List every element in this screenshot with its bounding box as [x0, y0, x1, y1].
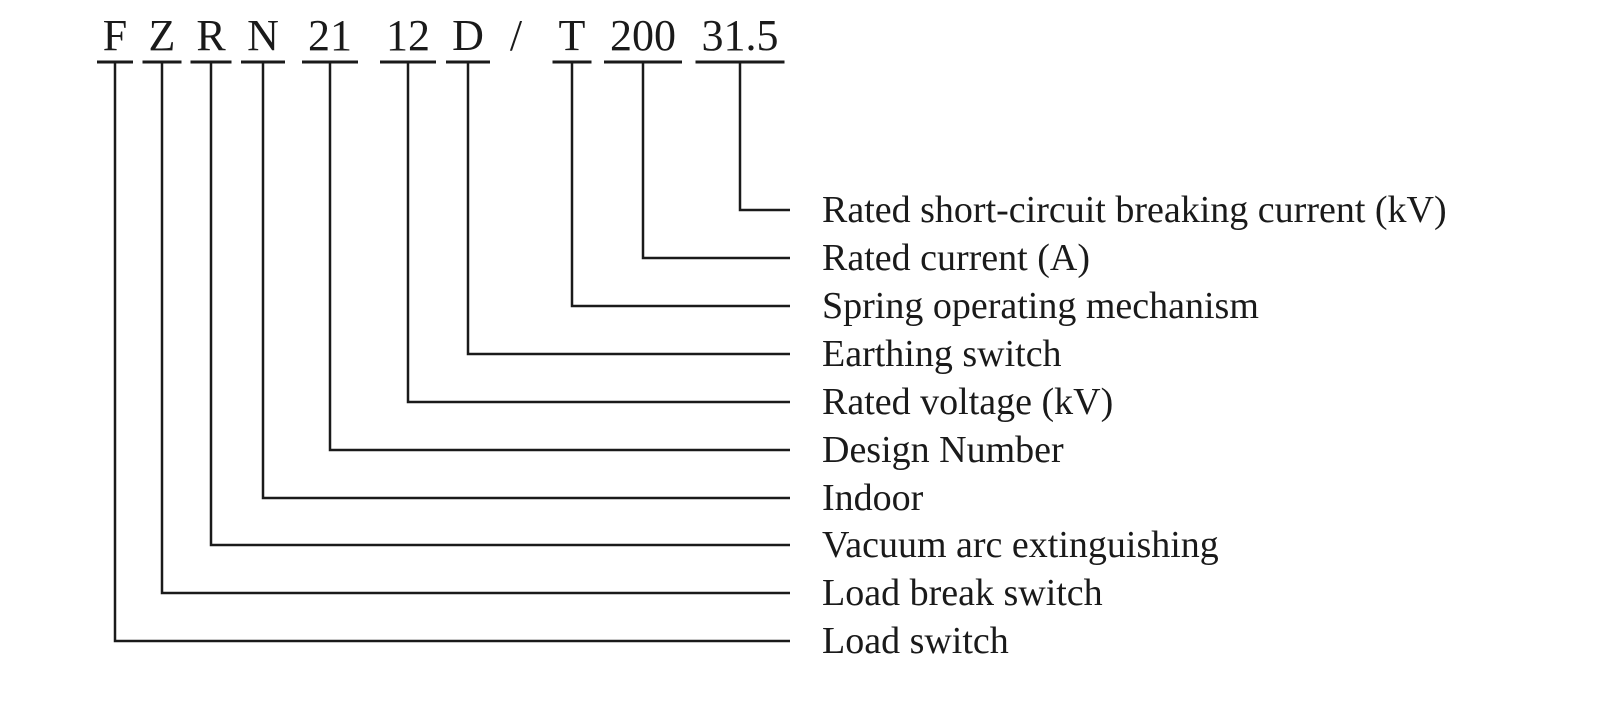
leader-line-3: [570, 62, 790, 308]
code-segment-4: N: [247, 11, 279, 60]
leader-label-1: Rated short-circuit breaking current (kV…: [822, 189, 1447, 231]
code-segment-3: R: [196, 11, 226, 60]
leader-line-1: [738, 62, 790, 212]
leader-label-10: Load switch: [822, 620, 1009, 662]
code-segment-7: D: [452, 11, 484, 60]
leader-line-2: [641, 62, 790, 260]
leader-line-10: [113, 62, 790, 643]
code-segment-10: 200: [610, 11, 676, 60]
leader-label-8: Vacuum arc extinguishing: [822, 524, 1219, 566]
leader-paths-group: [113, 62, 790, 643]
leader-line-9: [160, 62, 790, 595]
leader-label-4: Earthing switch: [822, 333, 1062, 375]
code-segment-2: Z: [148, 11, 176, 60]
leader-line-5: [406, 62, 790, 404]
code-segment-1: F: [102, 11, 128, 60]
code-segment-5: 21: [308, 11, 352, 60]
leader-line-4: [466, 62, 790, 356]
leader-label-5: Rated voltage (kV): [822, 381, 1114, 423]
leader-label-3: Spring operating mechanism: [822, 285, 1259, 327]
leader-line-7: [261, 62, 790, 500]
leader-label-6: Design Number: [822, 429, 1064, 471]
code-segment-6: 12: [386, 11, 430, 60]
leader-label-2: Rated current (A): [822, 237, 1090, 279]
leader-line-8: [209, 62, 790, 547]
leader-label-7: Indoor: [822, 477, 924, 519]
code-segment-8: /: [509, 11, 523, 60]
code-segment-9: T: [558, 11, 586, 60]
code-segment-11: 31.5: [701, 11, 779, 60]
leader-line-6: [328, 62, 790, 452]
leader-label-9: Load break switch: [822, 572, 1103, 614]
